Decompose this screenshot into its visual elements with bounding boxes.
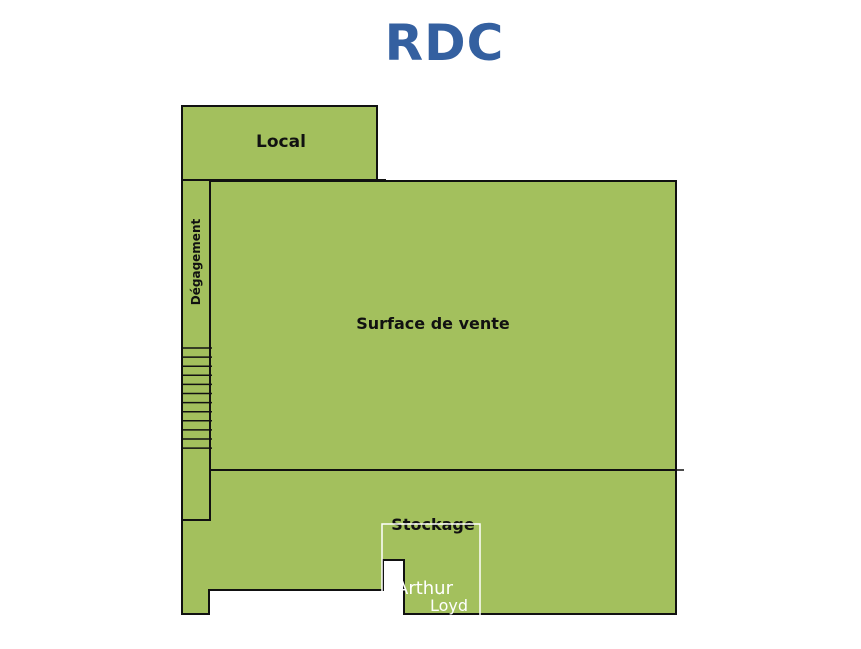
room-surface-de-vente <box>209 180 677 471</box>
logo-text-line1: Arthur <box>396 578 454 599</box>
stairs <box>182 347 212 449</box>
arthur-loyd-logo: Arthur Loyd <box>381 523 481 617</box>
logo-text-line2: Loyd <box>430 596 468 615</box>
room-degagement <box>181 179 211 521</box>
room-local <box>181 105 378 181</box>
room-label-surface-de-vente: Surface de vente <box>356 314 510 333</box>
room-label-local: Local <box>256 132 306 152</box>
page-title: RDC <box>384 14 505 72</box>
room-label-degagement: Dégagement <box>189 219 203 306</box>
logo-frame <box>381 523 481 617</box>
